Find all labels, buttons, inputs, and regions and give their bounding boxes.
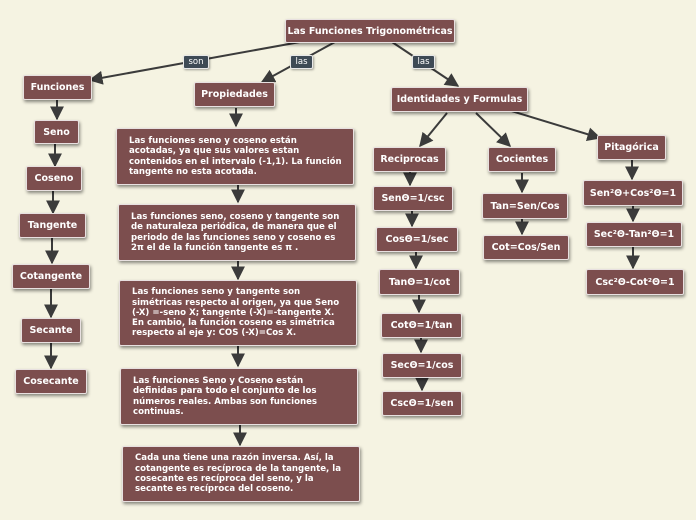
funcion-item[interactable]: Secante (21, 318, 81, 343)
reciproca-item[interactable]: CosΘ=1/sec (376, 227, 458, 252)
funcion-item[interactable]: Seno (34, 120, 79, 144)
propiedad-item[interactable]: Las funciones seno y coseno están acotad… (116, 128, 354, 185)
cociente-item[interactable]: Cot=Cos/Sen (483, 235, 569, 260)
funcion-item[interactable]: Cotangente (12, 264, 90, 289)
reciproca-item[interactable]: SenΘ=1/csc (373, 186, 453, 211)
reciproca-item[interactable]: SecΘ=1/cos (382, 353, 462, 378)
propiedades-node[interactable]: Propiedades (194, 82, 275, 107)
edge-identidades-cocientes (475, 112, 512, 147)
identidades-node[interactable]: Identidades y Formulas (391, 87, 528, 112)
propiedad-item[interactable]: Las funciones seno, coseno y tangente so… (118, 204, 356, 261)
edge-label-las: las (412, 55, 435, 69)
propiedad-item[interactable]: Cada una tiene una razón inversa. Así, l… (122, 446, 360, 502)
cocientes-node[interactable]: Cocientes (488, 147, 556, 172)
propiedad-item[interactable]: Las funciones seno y tangente son simétr… (119, 280, 357, 346)
cociente-item[interactable]: Tan=Sen/Cos (482, 193, 568, 219)
edge-identidades-reciprocas (419, 112, 448, 148)
reciproca-item[interactable]: CscΘ=1/sen (382, 391, 462, 416)
funciones-node[interactable]: Funciones (23, 75, 92, 100)
reciproca-item[interactable]: TanΘ=1/cot (379, 269, 460, 295)
pitagorica-node[interactable]: Pitagórica (597, 135, 666, 160)
funcion-item[interactable]: Tangente (19, 213, 86, 238)
pitagorica-item[interactable]: Sec²Θ-Tan²Θ=1 (586, 222, 682, 247)
edge-label-son: son (183, 55, 209, 69)
funcion-item[interactable]: Cosecante (15, 369, 87, 394)
reciproca-item[interactable]: CotΘ=1/tan (381, 313, 462, 338)
pitagorica-item[interactable]: Sen²Θ+Cos²Θ=1 (583, 180, 683, 206)
reciprocas-node[interactable]: Reciprocas (373, 147, 446, 172)
root-node[interactable]: Las Funciones Trigonométricas (285, 19, 455, 43)
edge-identidades-pitagorica (507, 109, 602, 142)
pitagorica-item[interactable]: Csc²Θ-Cot²Θ=1 (586, 269, 684, 295)
funcion-item[interactable]: Coseno (26, 166, 82, 191)
edge-label-las: las (290, 55, 313, 69)
propiedad-item[interactable]: Las funciones Seno y Coseno están defini… (120, 368, 358, 425)
